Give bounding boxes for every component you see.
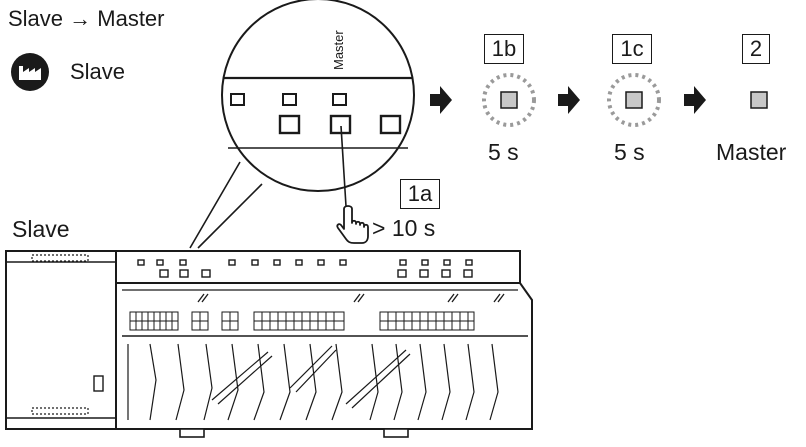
blink-ring-1c: [607, 73, 661, 127]
led-indicator-2: [750, 91, 768, 109]
press-pointer-line: [340, 125, 347, 207]
arrow-icon: [558, 86, 580, 114]
zoom-button-master[interactable]: [329, 114, 352, 135]
vent-slot: [31, 254, 89, 262]
wait-label-1b: 5 s: [488, 139, 519, 165]
mode-label-slave: Slave: [70, 59, 126, 84]
arrow-icon: [430, 86, 452, 114]
zoom-cone-right: [197, 183, 263, 249]
device-foot: [179, 428, 205, 438]
zoom-cone-left: [189, 161, 241, 249]
factory-icon: [10, 52, 54, 96]
device-left-module: [5, 250, 117, 430]
step-1b-badge: 1b: [484, 34, 524, 64]
zoom-led: [282, 93, 297, 106]
master-button-label: Master: [331, 30, 346, 70]
page-title: Slave → Master: [8, 6, 165, 31]
result-label: Master: [716, 139, 787, 165]
zoom-led: [230, 93, 245, 106]
wait-label-1c: 5 s: [614, 139, 645, 165]
zoom-view: [189, 0, 415, 249]
arrow-icon: [684, 86, 706, 114]
step-1a-badge: 1a: [400, 179, 440, 209]
device-led-row: [137, 259, 473, 278]
led-indicator-1b: [500, 91, 518, 109]
step-1c-badge: 1c: [612, 34, 652, 64]
finger-press-icon: [336, 205, 369, 244]
wiring-channels: [127, 343, 499, 421]
zoom-button[interactable]: [278, 114, 301, 135]
device-label: Slave: [12, 216, 70, 242]
press-duration-label: > 10 s: [372, 215, 436, 241]
step-2-badge: 2: [742, 34, 770, 64]
device-top-strip: [115, 250, 521, 284]
vent-slot: [31, 407, 89, 415]
zoom-circle: [221, 0, 415, 192]
device-indicator-slot: [93, 375, 104, 392]
zoom-button[interactable]: [379, 114, 402, 135]
blink-ring-1b: [482, 73, 536, 127]
led-indicator-1c: [625, 91, 643, 109]
device-foot: [383, 428, 409, 438]
zoom-led-master: [332, 93, 347, 106]
slave-device: [5, 250, 533, 438]
